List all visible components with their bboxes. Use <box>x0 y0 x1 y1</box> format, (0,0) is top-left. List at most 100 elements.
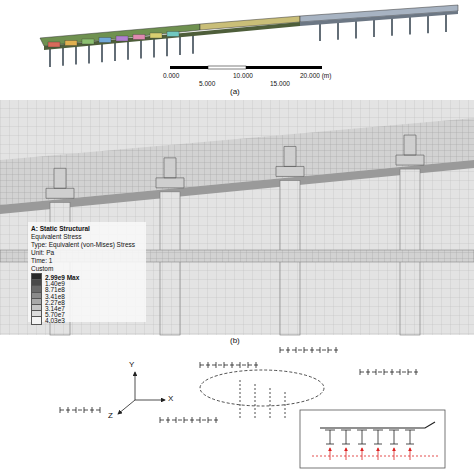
legend-heading: Custom <box>31 265 53 272</box>
bridge-model <box>49 47 51 67</box>
load-schematic <box>330 448 331 460</box>
load-schematic <box>285 392 286 420</box>
load-schematic <box>360 369 361 375</box>
load-schematic <box>300 410 445 468</box>
load-schematic <box>336 347 337 353</box>
bridge-model <box>101 42 103 62</box>
fe-mesh-view <box>0 100 474 335</box>
fe-mesh-view <box>276 146 304 176</box>
load-schematic <box>405 430 415 444</box>
fe-mesh-view <box>0 100 474 335</box>
load-schematic <box>200 362 201 368</box>
load-schematic <box>378 448 379 460</box>
load-schematic <box>216 362 217 368</box>
load-schematic <box>208 417 209 423</box>
load-schematic <box>360 372 420 373</box>
legend-value: 1.40e9 <box>45 280 65 287</box>
load-schematic <box>362 448 363 460</box>
load-schematic <box>118 400 135 414</box>
legend-value: 2.99e9 Max <box>45 274 79 281</box>
load-schematic <box>240 380 241 420</box>
load-schematic <box>328 347 329 353</box>
load-schematic <box>373 430 383 444</box>
fe-mesh-view <box>46 168 74 198</box>
load-schematic <box>208 362 209 368</box>
bridge-model <box>391 18 393 36</box>
load-schematic <box>200 370 324 406</box>
load-schematic <box>76 407 77 413</box>
bridge-model <box>179 35 181 55</box>
scale-value: 20.000 (m) <box>300 72 331 79</box>
bridge-model <box>127 40 129 60</box>
bridge-model <box>355 20 357 38</box>
legend-value: 3.14e7 <box>45 305 65 312</box>
legend-heading: A: Static Structural <box>31 225 90 232</box>
load-schematic <box>408 369 409 375</box>
load-schematic <box>416 369 417 375</box>
fe-mesh-view <box>28 222 146 322</box>
panel-letter: (b) <box>230 337 240 346</box>
legend-value: 4.03e3 <box>45 317 65 324</box>
load-schematic <box>168 417 169 423</box>
load-schematic <box>312 347 313 353</box>
fe-mesh-view <box>396 135 424 165</box>
bridge-model <box>116 36 128 41</box>
legend-value: 3.41e8 <box>45 293 65 300</box>
fe-mesh-view <box>156 158 184 188</box>
load-schematic <box>135 400 165 401</box>
bridge-model <box>48 32 179 48</box>
legend-heading: Equivalent Stress <box>31 233 82 240</box>
load-schematic <box>320 422 435 428</box>
bridge-model <box>166 36 168 56</box>
axis-label: Y <box>129 361 134 370</box>
bridge-model <box>99 38 111 43</box>
load-schematic <box>68 407 69 413</box>
bridge-model <box>167 32 179 37</box>
legend-value: 2.27e8 <box>45 299 65 306</box>
load-schematic <box>224 362 225 368</box>
load-schematic <box>384 369 385 375</box>
fe-mesh-view <box>46 135 424 198</box>
bridge-model <box>300 11 458 26</box>
scale-bar <box>170 66 208 69</box>
axis-label: Z <box>108 412 113 421</box>
panel-letter: (a) <box>230 88 240 97</box>
load-schematic <box>84 407 85 413</box>
bridge-model <box>192 34 194 54</box>
load-schematic <box>176 417 177 423</box>
legend-value: 5.70e7 <box>45 311 65 318</box>
bridge-model <box>153 37 155 57</box>
bridge-model <box>50 14 446 67</box>
load-schematic <box>232 362 233 368</box>
load-schematic <box>60 347 445 468</box>
bridge-model <box>140 39 142 59</box>
bridge-model <box>114 41 116 61</box>
legend-row: 4.03e3 <box>31 316 65 325</box>
load-schematic <box>60 407 61 413</box>
legend-heading: Time: 1 <box>31 257 52 264</box>
bridge-model <box>133 35 145 40</box>
bridge-model <box>44 22 300 50</box>
fe-mesh-view <box>160 192 180 335</box>
load-schematic <box>280 347 281 353</box>
bridge-model <box>337 22 339 40</box>
load-schematic <box>160 420 220 421</box>
load-schematic <box>392 369 393 375</box>
load-schematic <box>200 417 201 423</box>
bridge-model <box>75 45 77 65</box>
scale-value: 5.000 <box>199 80 215 87</box>
load-schematic <box>410 448 411 460</box>
load-schematic <box>100 407 101 413</box>
load-schematic <box>270 388 271 420</box>
bridge-model <box>445 14 447 32</box>
load-schematic <box>192 417 193 423</box>
bridge-model <box>48 42 60 47</box>
load-schematic <box>346 448 347 460</box>
load-schematic <box>304 347 305 353</box>
bridge-model <box>427 15 429 33</box>
load-schematic <box>256 362 257 368</box>
load-schematic <box>341 430 351 444</box>
legend-swatch <box>31 316 42 325</box>
legend-heading: Type: Equivalent (von-Mises) Stress <box>31 241 135 248</box>
load-schematic <box>200 365 260 366</box>
